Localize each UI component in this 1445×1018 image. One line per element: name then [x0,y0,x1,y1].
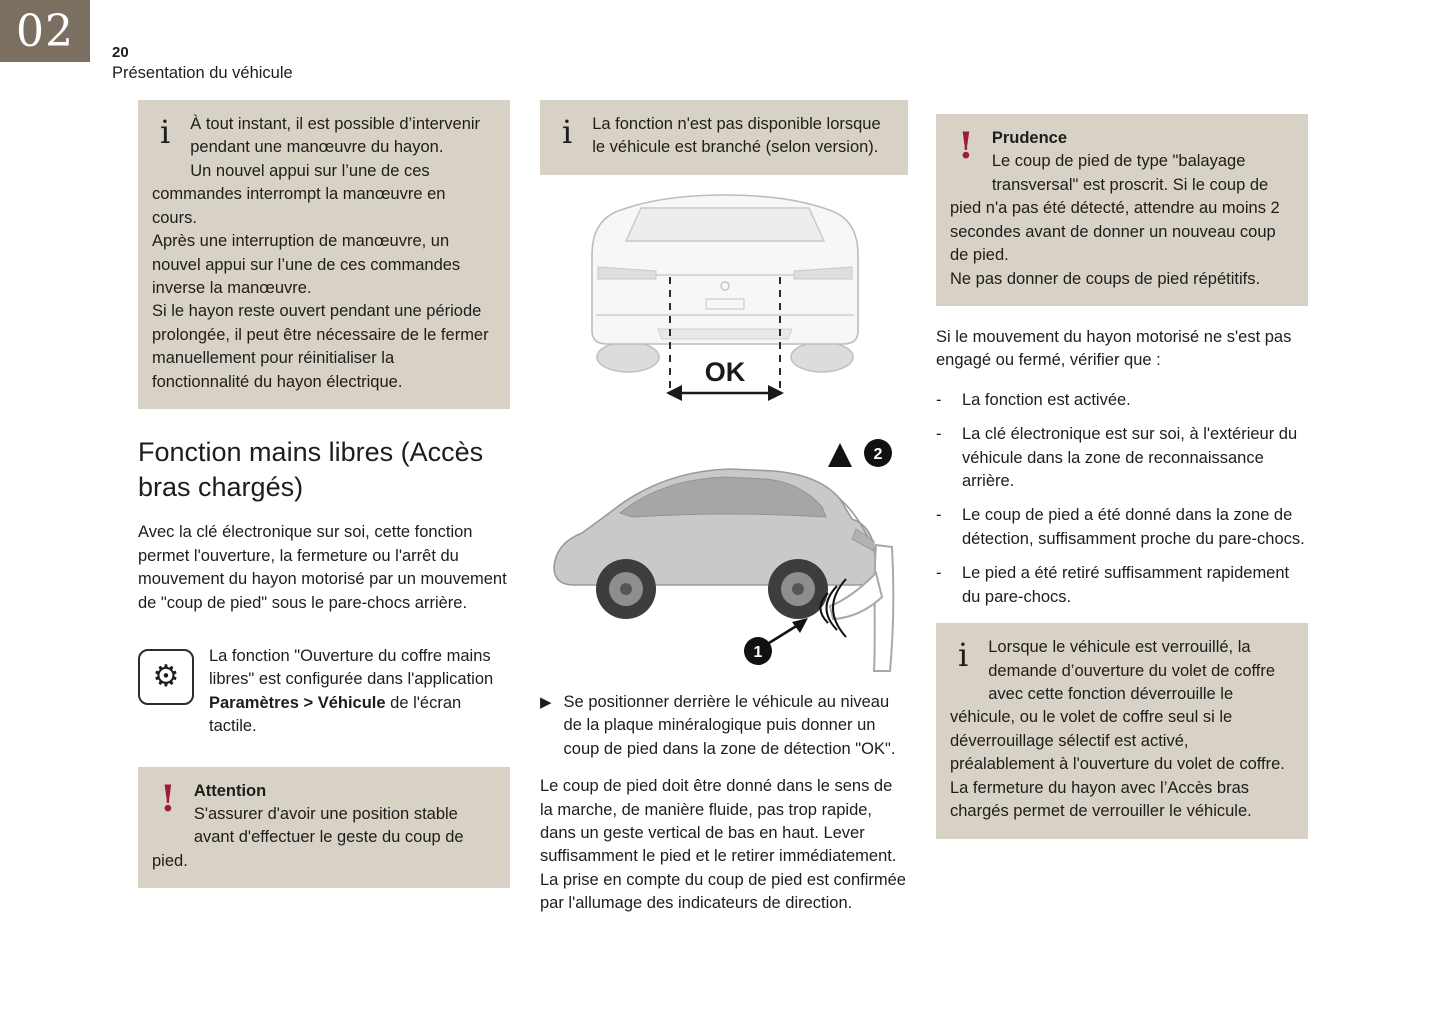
badge-1-label: 1 [754,644,763,661]
list-item-text: La clé électronique est sur soi, à l'ext… [962,425,1298,491]
info-box-charging: i La fonction n'est pas disponible lorsq… [540,100,908,175]
settings-text-after: de l'écran tactile. [209,693,462,736]
figure-rear-view-illustration: OK [591,194,859,401]
dash-marker: - [936,506,942,525]
list-item: - La fonction est activée. [936,389,1308,412]
figure-kick-gesture-illustration: 2 1 [553,438,895,672]
column-center: i La fonction n'est pas disponible lorsq… [540,100,908,916]
warning-icon: ! [958,125,974,167]
settings-text-before: La fonction "Ouverture du coffre mains l… [209,646,494,689]
page-heading: Fonction mains libres (Accès bras chargé… [138,437,484,503]
list-item-text: La fonction est activée. [962,390,1131,409]
attention-box: ! Attention S'assurer d'avoir une positi… [138,766,510,889]
ok-zone-label: OK [705,357,746,387]
chapter-number: 02 [16,5,74,57]
procedure-step: ▶ Se positionner derrière le véhicule au… [540,691,908,761]
troubleshooting-list: - La fonction est activée. - La clé élec… [936,389,1308,609]
info-icon: i [160,113,171,151]
dash-marker: - [936,425,942,444]
info-icon: i [958,636,969,675]
list-item-text: Le pied a été retiré suffisamment rapide… [962,564,1290,606]
triangle-bullet-icon: ▶ [540,693,552,711]
procedure-step-text: Se positionner derrière le véhicule au n… [563,692,896,758]
arrow-left-icon [666,384,682,401]
handsfree-intro-paragraph: Avec la clé électronique sur soi, cette … [138,523,507,612]
prudence-box: ! Prudence Le coup de pied de type "bala… [936,114,1308,306]
badge-2-label: 2 [874,446,883,463]
list-item-text: Le coup de pied a été donné dans la zone… [962,506,1305,548]
page-number: 20 [112,44,129,61]
kick-arrow-icon [792,617,808,633]
info-icon: i [562,113,573,151]
gear-icon: ⚙ [152,659,180,693]
list-item: - Le coup de pied a été donné dans la zo… [936,504,1308,551]
settings-icon-frame: ⚙ [138,648,194,705]
info-box-charging-text: La fonction n'est pas disponible lorsque… [592,115,881,157]
attention-title: Attention [193,781,267,800]
info-box-tailgate-text: À tout instant, il est possible d’interv… [152,115,489,391]
badge-2-circle [864,438,892,467]
info-box-tailgate: i À tout instant, il est possible d’inte… [138,100,510,410]
settings-note-text: La fonction "Ouverture du coffre mains l… [209,645,510,739]
prudence-text: Le coup de pied de type "balayage transv… [950,152,1280,288]
arrow-right-icon [768,384,784,401]
attention-text: S'assurer d'avoir une position stable av… [152,805,464,870]
dash-marker: - [936,390,942,409]
kick-instructions-paragraph: Le coup de pied doit être donné dans le … [540,777,906,913]
settings-menu-path: Paramètres > Véhicule [209,693,386,712]
list-item: - Le pied a été retiré suffisamment rapi… [936,562,1308,609]
prudence-title: Prudence [991,129,1068,147]
warning-icon: ! [160,777,176,820]
info-box-locking-text: Lorsque le véhicule est verrouillé, la d… [950,638,1285,821]
info-box-locking: i Lorsque le véhicule est verrouillé, la… [936,623,1308,839]
chapter-tab: 02 [0,0,90,62]
column-left: i À tout instant, il est possible d’inte… [138,100,510,889]
dash-marker: - [936,564,942,583]
column-right: ! Prudence Le coup de pied de type "bala… [936,100,1308,839]
troubleshooting-intro: Si le mouvement du hayon motorisé ne s'e… [936,327,1292,370]
badge-1-circle [744,636,772,665]
settings-note: ⚙ La fonction "Ouverture du coffre mains… [138,645,510,739]
section-title: Présentation du véhicule [112,64,293,82]
hatch-up-arrow-icon [828,442,852,467]
list-item: - La clé électronique est sur soi, à l'e… [936,423,1308,493]
